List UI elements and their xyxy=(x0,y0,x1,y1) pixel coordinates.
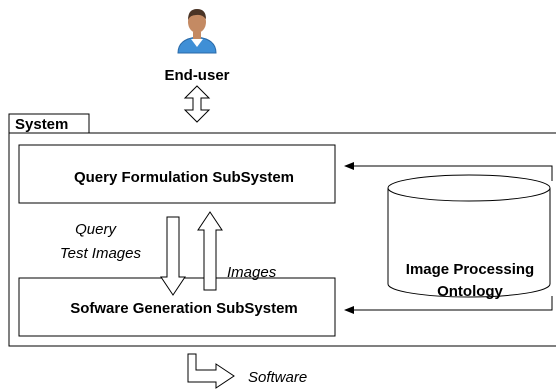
ontology-label-line2: Ontology xyxy=(437,283,503,300)
ontology-to-query-connector xyxy=(344,162,553,181)
software-generation-label: Sofware Generation SubSystem xyxy=(70,300,298,317)
query-flow-label: Query xyxy=(75,221,117,238)
ontology-label-line1: Image Processing xyxy=(406,261,534,278)
ontology-to-generation-connector xyxy=(344,296,553,314)
query-formulation-label: Query Formulation SubSystem xyxy=(74,169,294,186)
output-arrow-icon xyxy=(187,353,235,389)
query-formulation-subsystem xyxy=(18,144,336,204)
images-flow-label: Images xyxy=(227,264,277,281)
system-label-box xyxy=(8,113,90,134)
ontology-cylinder xyxy=(387,174,551,298)
user-avatar-icon xyxy=(177,9,217,54)
end-user-label: End-user xyxy=(164,67,229,84)
software-output-label: Software xyxy=(248,369,307,386)
system-boundary xyxy=(8,132,556,347)
up-arrow-icon xyxy=(197,211,223,291)
test-images-flow-label: Test Images xyxy=(60,245,142,262)
down-arrow-icon xyxy=(160,216,186,296)
bidirectional-arrow-icon xyxy=(183,85,211,123)
system-label: System xyxy=(15,116,68,133)
